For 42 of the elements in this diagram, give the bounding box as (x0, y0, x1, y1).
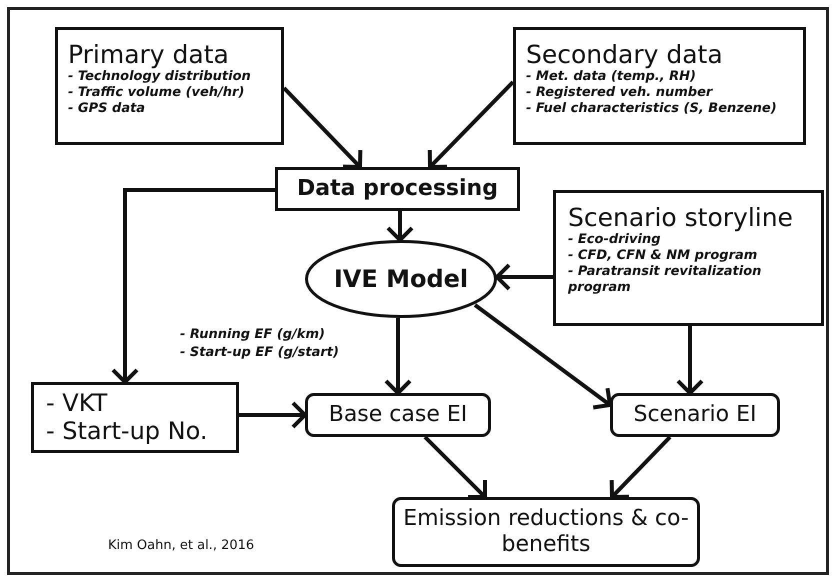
list-item: - Fuel characteristics (S, Benzene) (526, 101, 778, 117)
node-label: Emission reductions & co-benefits (402, 506, 690, 558)
box-heading: Primary data (68, 40, 230, 69)
arrow (610, 436, 672, 499)
list-item: - Eco-driving (568, 232, 662, 248)
node-label: - VKT (46, 389, 108, 417)
arrow (239, 401, 307, 429)
model-ellipse (305, 240, 497, 318)
box-heading: Scenario storyline (568, 203, 794, 232)
rounded-box (305, 393, 491, 437)
arrow (428, 80, 514, 169)
node-label: IVE Model (334, 265, 468, 293)
process-box (55, 27, 284, 145)
rounded-box (610, 393, 780, 437)
rounded-box (392, 497, 700, 567)
arrow (676, 326, 704, 395)
output-note: - Running EF (g/km) (180, 327, 325, 342)
arrow (282, 86, 362, 169)
arrow (111, 188, 275, 384)
process-box (31, 382, 239, 453)
box-heading: Secondary data (526, 40, 724, 69)
node-label: Base case EI (328, 402, 468, 428)
arrow (474, 303, 612, 410)
arrow (386, 211, 414, 242)
list-item: - Traffic volume (veh/hr) (68, 85, 246, 101)
process-box (553, 190, 824, 326)
list-item: - Technology distribution (68, 69, 252, 85)
list-item: - CFD, CFN & NM program (568, 248, 758, 264)
arrow (424, 436, 487, 499)
process-box (275, 167, 520, 211)
node-label: - Start-up No. (46, 417, 208, 445)
list-item: - Paratransit revitalization program (568, 264, 762, 296)
arrow (495, 263, 553, 291)
list-item: - GPS data (68, 101, 146, 117)
process-box (513, 27, 806, 145)
output-note: - Start-up EF (g/start) (180, 345, 339, 360)
list-item: - Met. data (temp., RH) (526, 69, 698, 85)
node-label: Data processing (297, 176, 498, 202)
arrow (384, 318, 412, 395)
list-item: - Registered veh. number (526, 85, 714, 101)
node-label: Scenario EI (633, 402, 757, 428)
citation: Kim Oahn, et al., 2016 (108, 538, 254, 553)
